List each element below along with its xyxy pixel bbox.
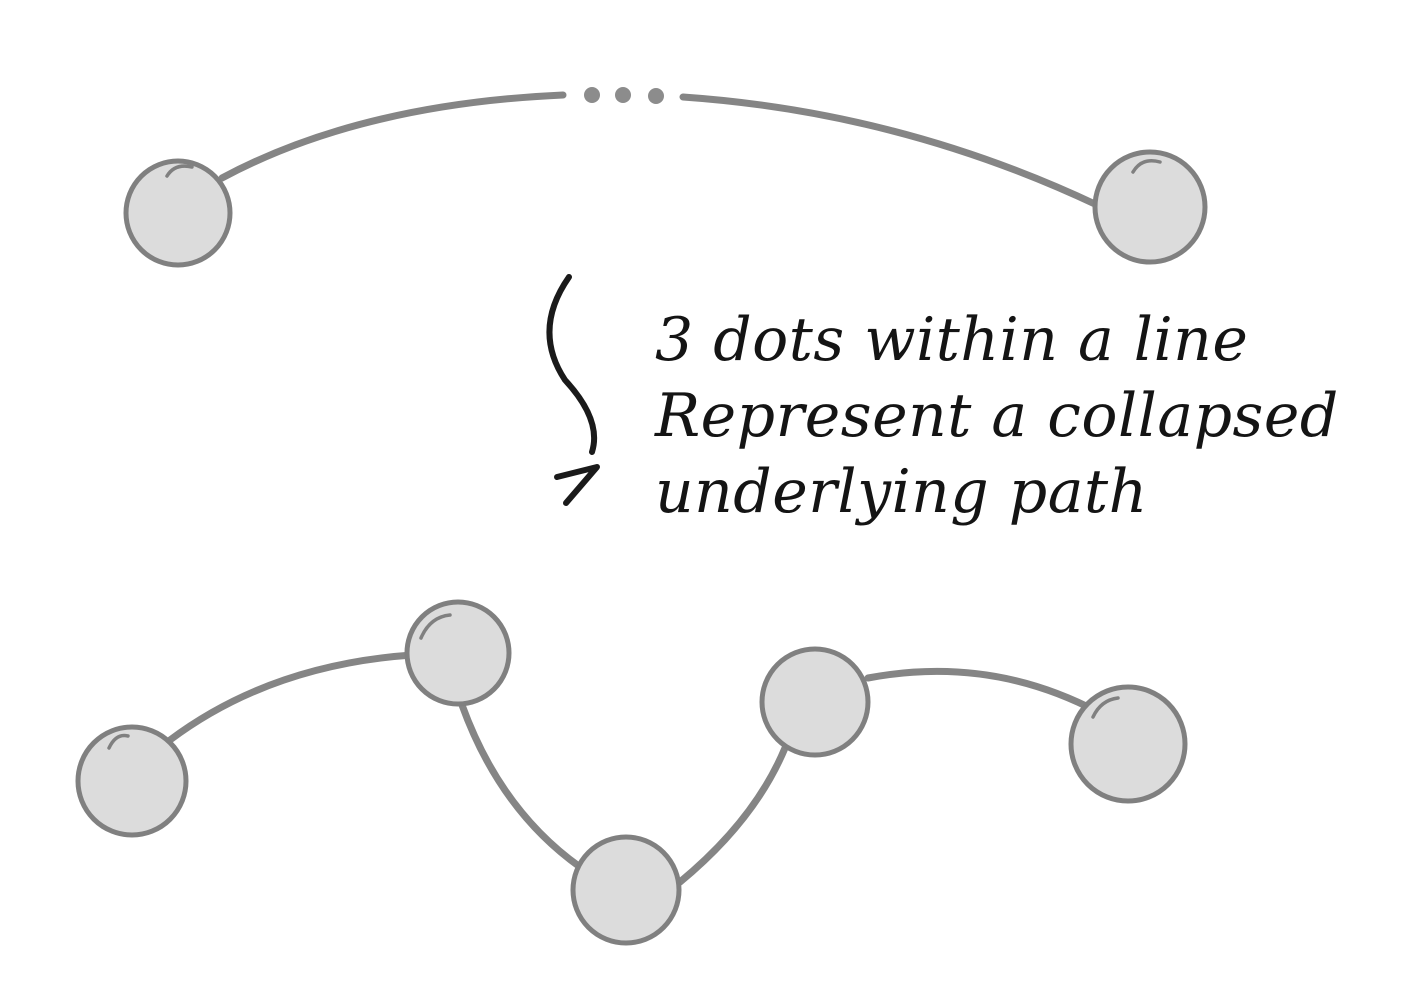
graph-node	[759, 646, 871, 758]
annotation-line: underlying path	[655, 457, 1148, 527]
ellipsis-dot	[584, 87, 600, 103]
expanded-edge	[458, 701, 584, 871]
ellipsis-indicator	[584, 87, 664, 104]
annotation-line: Represent a collapsed	[655, 381, 1339, 451]
annotation-text: 3 dots within a line Represent a collaps…	[655, 298, 1395, 534]
annotation-arrow	[546, 274, 600, 506]
collapsed-path	[123, 87, 1208, 268]
collapsed-edge-left	[218, 91, 567, 182]
graph-node	[75, 724, 189, 838]
graph-node	[404, 599, 512, 707]
graph-node	[123, 158, 233, 268]
curved-arrow-shaft	[546, 274, 598, 455]
expanded-path	[75, 599, 1188, 946]
graph-node	[1068, 684, 1188, 804]
graph-node	[570, 834, 682, 946]
expanded-edge	[166, 651, 416, 744]
graph-node	[1092, 149, 1208, 265]
collapsed-edge-right	[679, 93, 1101, 209]
expanded-edge	[676, 744, 789, 886]
ellipsis-dot	[648, 88, 664, 104]
expanded-edge	[864, 667, 1102, 716]
ellipsis-dot	[615, 87, 631, 103]
annotation-line: 3 dots within a line	[655, 305, 1249, 375]
arrow-head-icon	[554, 464, 600, 506]
